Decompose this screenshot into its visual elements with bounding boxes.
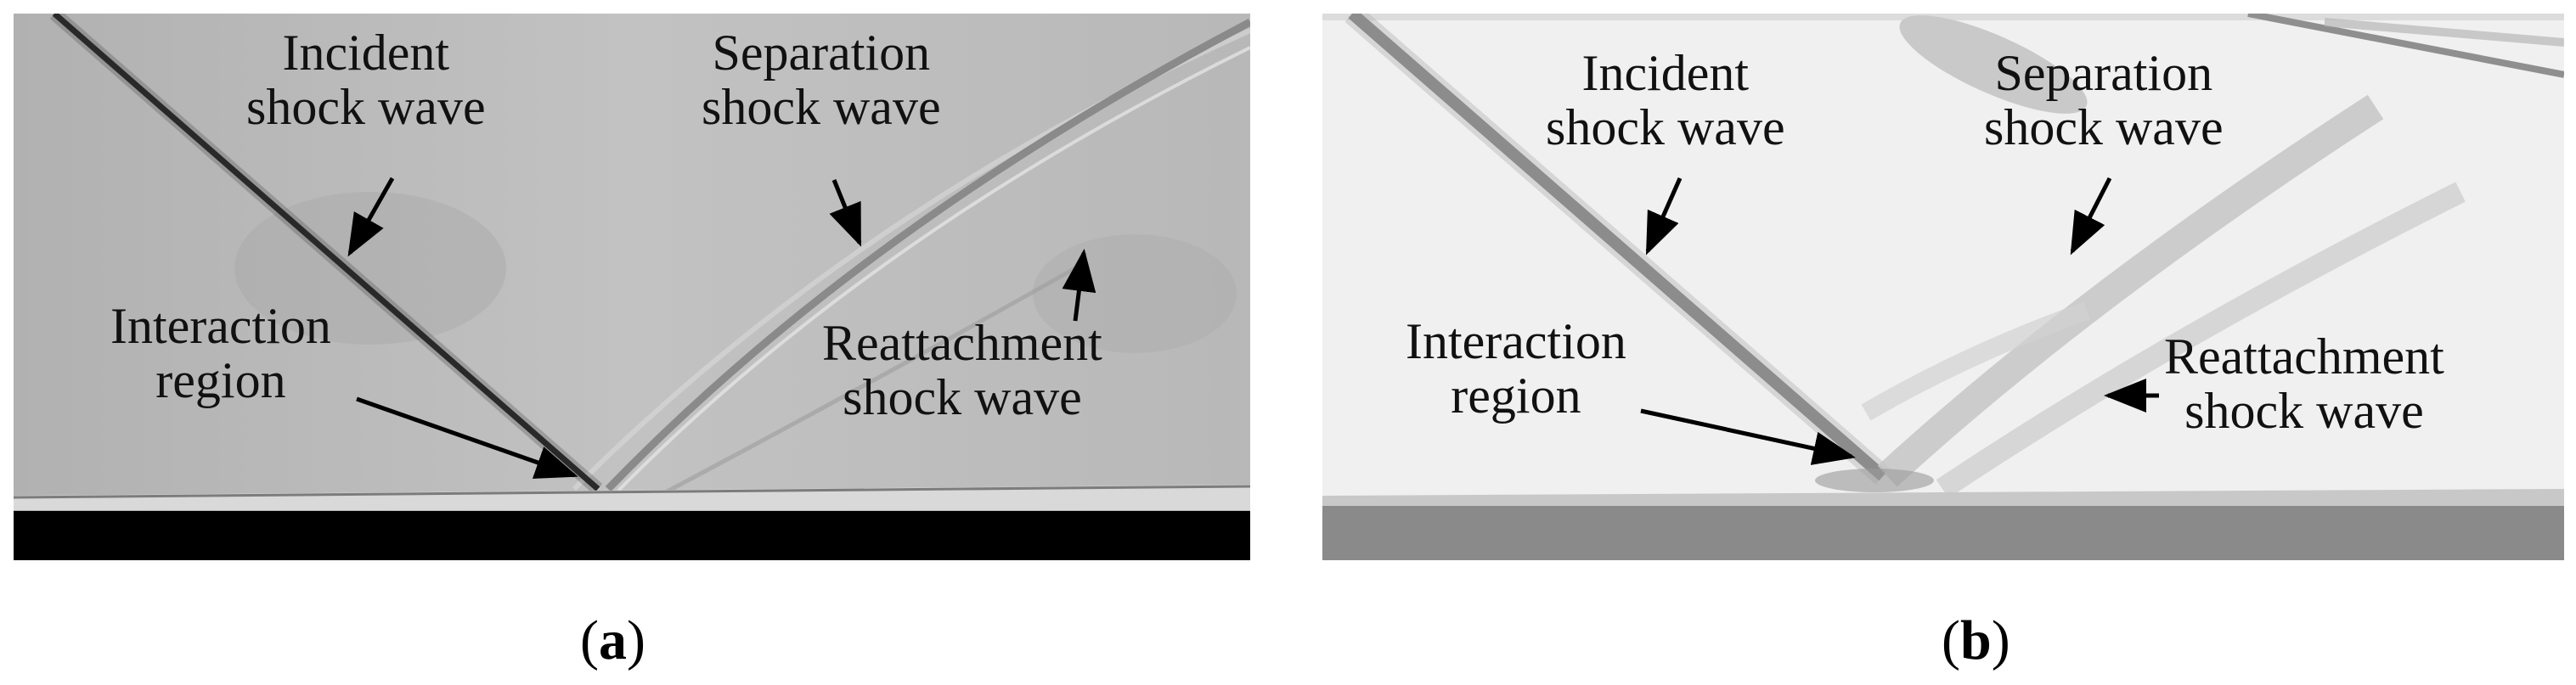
caption-b: (b) — [1942, 609, 2010, 672]
incident-label-line1-a: Incident — [282, 25, 450, 81]
reattachment-shock-label-b: Reattachment shock wave — [2164, 329, 2444, 438]
incident-label-line1-b: Incident — [1581, 45, 1750, 101]
caption-b-letter: b — [1959, 609, 1992, 671]
schlieren-photo-image — [14, 14, 1250, 560]
reattachment-label-line1-a: Reattachment — [822, 315, 1102, 371]
interaction-label-line2-a: region — [155, 352, 286, 408]
separation-label-line1-b: Separation — [1994, 45, 2213, 101]
interaction-label-line2-b: region — [1451, 368, 1581, 424]
interaction-region-label-b: Interaction region — [1406, 314, 1626, 423]
separation-label-line2-b: shock wave — [1984, 99, 2224, 155]
caption-b-close: ) — [1991, 609, 2010, 671]
caption-a-close: ) — [626, 609, 645, 671]
reattachment-label-line2-b: shock wave — [2184, 383, 2424, 439]
reattachment-label-line1-b: Reattachment — [2164, 328, 2444, 385]
interaction-label-line1-b: Interaction — [1406, 313, 1626, 369]
separation-label-line2-a: shock wave — [702, 79, 941, 135]
schlieren-photo-panel — [14, 14, 1250, 560]
separation-shock-label-b: Separation shock wave — [1984, 46, 2224, 154]
incident-label-line2-a: shock wave — [246, 79, 486, 135]
separation-shock-label-a: Separation shock wave — [702, 25, 941, 134]
incident-shock-label-a: Incident shock wave — [246, 25, 486, 134]
reattachment-shock-label-a: Reattachment shock wave — [822, 316, 1102, 424]
interaction-label-line1-a: Interaction — [110, 298, 331, 354]
caption-a-letter: a — [598, 609, 627, 671]
caption-b-open: ( — [1942, 609, 1960, 671]
simulation-image — [1322, 14, 2564, 560]
caption-a: (a) — [580, 609, 645, 672]
incident-label-line2-b: shock wave — [1546, 99, 1785, 155]
simulation-panel — [1322, 14, 2564, 560]
separation-label-line1-a: Separation — [712, 25, 931, 81]
caption-a-open: ( — [580, 609, 599, 671]
incident-shock-label-b: Incident shock wave — [1546, 46, 1785, 154]
interaction-region-label-a: Interaction region — [110, 299, 331, 407]
reattachment-label-line2-a: shock wave — [843, 369, 1082, 425]
